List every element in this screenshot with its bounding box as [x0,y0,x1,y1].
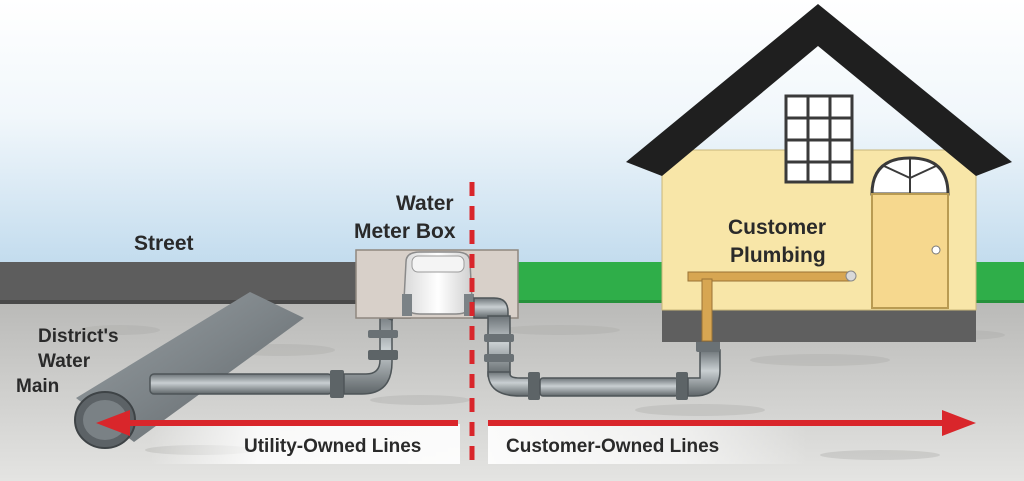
house-plumbing-pipe [687,270,857,342]
meter-label-line1: Water [396,192,454,215]
house-door [870,156,950,309]
customer-arrow [488,410,976,436]
plumbing-label-line1: Customer [728,216,826,239]
meter-label-line2: Meter Box [354,220,456,243]
customer-banner [488,424,808,464]
street-edge [0,300,360,304]
street-label: Street [134,232,194,255]
plumbing-label-line2: Plumbing [730,244,826,267]
utility-lines-label: Utility-Owned Lines [244,436,421,457]
house-foundation [662,308,976,342]
utility-arrow [96,410,458,436]
water-meter-icon [402,251,474,316]
customer-lines-label: Customer-Owned Lines [506,436,719,457]
water-main-label-line1: District's [38,326,119,347]
house-window [784,94,854,184]
house-roof [626,4,1012,176]
water-main-label-line2: Water [38,351,91,372]
street-surface [0,262,360,302]
house-icon [626,4,1012,342]
utility-banner [150,424,460,464]
water-main-label-line3: Main [16,376,59,397]
